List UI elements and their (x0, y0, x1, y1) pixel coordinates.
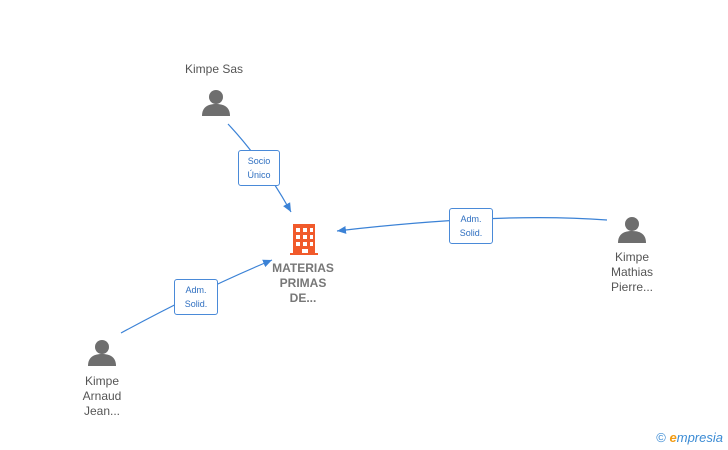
edge-badge-bottom[interactable]: Adm. Solid. (174, 279, 218, 315)
bottom-person-line-1: Kimpe (84, 374, 119, 388)
right-person-line-1: Kimpe (614, 250, 649, 264)
edge-badge-right[interactable]: Adm. Solid. (449, 208, 493, 244)
copyright-icon: © (656, 430, 666, 445)
bottom-person-line-2: Arnaud (82, 389, 122, 403)
edge-badge-top-line-2: Único (247, 170, 271, 180)
edge-badge-top-line-1: Socio (247, 156, 271, 166)
right-person-line-3: Pierre... (610, 280, 653, 294)
edge-badge-bottom-line-1: Adm. (185, 285, 207, 295)
brand-initial: e (669, 430, 677, 445)
company-label-line-3: DE... (289, 291, 317, 305)
top-person-label[interactable]: Kimpe Sas (168, 62, 260, 77)
empresia-watermark: © empresia (656, 430, 723, 445)
edge-badge-bottom-line-2: Solid. (184, 299, 208, 309)
brand-rest: mpresia (676, 430, 723, 445)
right-person-label[interactable]: Kimpe Mathias Pierre... (596, 250, 668, 295)
company-label[interactable]: MATERIAS PRIMAS DE... (258, 261, 348, 306)
company-building-icon[interactable] (290, 224, 318, 255)
top-person-name: Kimpe Sas (184, 62, 244, 76)
person-icon-top[interactable] (202, 90, 230, 116)
edge-badge-top[interactable]: Socio Único (238, 150, 280, 186)
edge-badge-right-line-2: Solid. (459, 228, 483, 238)
company-label-line-2: PRIMAS (279, 276, 327, 290)
bottom-person-label[interactable]: Kimpe Arnaud Jean... (66, 374, 138, 419)
person-icon-right[interactable] (618, 217, 646, 243)
bottom-person-line-3: Jean... (83, 404, 121, 418)
edge-badge-right-line-1: Adm. (460, 214, 482, 224)
right-person-line-2: Mathias (610, 265, 654, 279)
company-label-line-1: MATERIAS (272, 261, 334, 275)
person-icon-bottom[interactable] (88, 340, 116, 366)
